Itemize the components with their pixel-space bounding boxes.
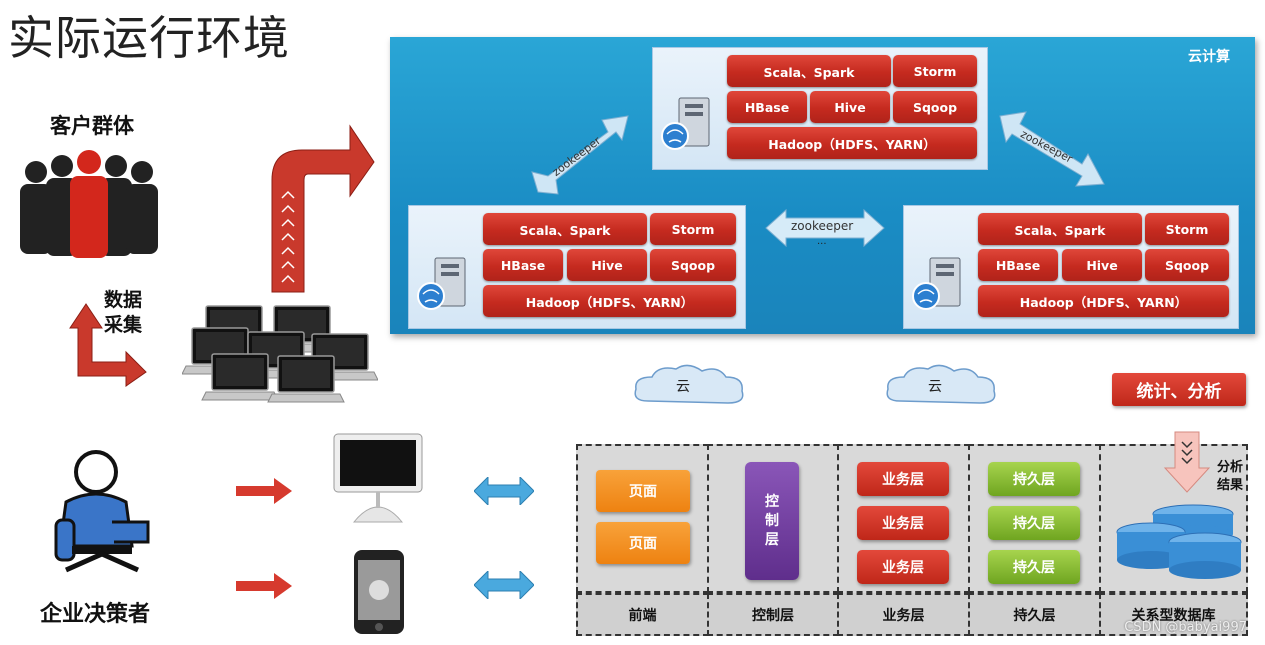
upload-arrow-icon [271,124,375,293]
hive-box: Hive [1062,249,1142,281]
hive-box: Hive [810,91,890,123]
zookeeper-arrow-right-icon [999,111,1105,187]
business-layer-box: 业务层 [857,506,949,540]
hbase-box: HBase [727,91,807,123]
zookeeper-arrow-left-icon [531,115,629,195]
persistence-footer: 持久层 [968,593,1101,636]
hadoop-box: Hadoop（HDFS、YARN） [483,285,736,317]
data-collect-arrow-icon [69,303,147,387]
decision-maker-label: 企业决策者 [40,602,151,627]
decision-maker-icon [54,450,150,573]
analysis-down-arrow-icon [1163,431,1211,493]
server-globe-icon [912,257,961,310]
business-layer-box: 业务层 [857,462,949,496]
page-box: 页面 [596,470,690,512]
storm-box: Storm [650,213,736,245]
cloud-computing-label: 云计算 [1188,49,1230,65]
business-layer-box: 业务层 [857,550,949,584]
zookeeper-arrow-middle-icon [765,208,885,248]
page-title: 实际运行环境 [8,11,290,65]
scala-spark-box: Scala、Spark [483,213,647,245]
desktop-computer-icon [333,433,423,523]
arrow-right-icon [236,478,292,504]
customers-label: 客户群体 [50,114,134,138]
data-collect-label-1: 数据 [104,289,143,311]
zookeeper-middle-dots: ... [817,236,827,247]
persistence-layer-box: 持久层 [988,506,1080,540]
analysis-result-label-2: 结果 [1217,478,1244,493]
cloud-icon [634,364,744,404]
persistence-layer-box: 持久层 [988,462,1080,496]
cluster-node-left: Scala、Spark Storm HBase Hive Sqoop Hadoo… [408,205,746,329]
control-footer: 控制层 [707,593,839,636]
analysis-result-label-1: 分析 [1217,460,1244,475]
hbase-box: HBase [978,249,1058,281]
control-column: 控 制 层 [707,444,839,593]
hadoop-box: Hadoop（HDFS、YARN） [978,285,1229,317]
arrow-right-icon [236,573,292,599]
frontend-footer: 前端 [576,593,709,636]
database-cylinders-icon [1116,504,1242,579]
storm-box: Storm [1145,213,1229,245]
cluster-node-right: Scala、Spark Storm HBase Hive Sqoop Hadoo… [903,205,1239,329]
data-collect-label-2: 采集 [104,314,143,336]
persistence-layer-box: 持久层 [988,550,1080,584]
architecture-diagram: 页面 页面 前端 控 制 层 控制层 业务层 业务层 业务层 业务层 持久层 持… [576,431,1248,636]
cloud-label-1: 云 [676,379,690,395]
mobile-phone-icon [354,550,404,634]
control-layer-box: 控 制 层 [745,462,799,580]
server-globe-icon [417,257,466,310]
storm-box: Storm [893,55,977,87]
page-box: 页面 [596,522,690,564]
frontend-column: 页面 页面 [576,444,709,593]
hadoop-box: Hadoop（HDFS、YARN） [727,127,977,159]
hive-box: Hive [567,249,647,281]
cloud-icon [886,364,996,404]
double-arrow-icon [474,571,534,599]
zookeeper-middle-label: zookeeper [791,219,854,233]
stats-analysis-box: 统计、分析 [1112,373,1246,406]
business-column: 业务层 业务层 业务层 [837,444,970,593]
hbase-box: HBase [483,249,563,281]
sqoop-box: Sqoop [650,249,736,281]
cluster-node-top: Scala、Spark Storm HBase Hive Sqoop Hadoo… [652,47,988,170]
server-globe-icon [661,97,710,150]
scala-spark-box: Scala、Spark [978,213,1142,245]
sqoop-box: Sqoop [1145,249,1229,281]
database-footer: 关系型数据库 [1099,593,1248,636]
double-arrow-icon [474,477,534,505]
sqoop-box: Sqoop [893,91,977,123]
laptops-cluster-icon [182,305,378,403]
business-footer: 业务层 [837,593,970,636]
scala-spark-box: Scala、Spark [727,55,891,87]
cloud-label-2: 云 [928,379,942,395]
watermark: CSDN @babyai997 [1124,620,1247,635]
customers-group-icon [20,150,158,258]
database-column: 分析 结果 [1099,431,1248,593]
persistence-column: 持久层 持久层 持久层 [968,444,1101,593]
